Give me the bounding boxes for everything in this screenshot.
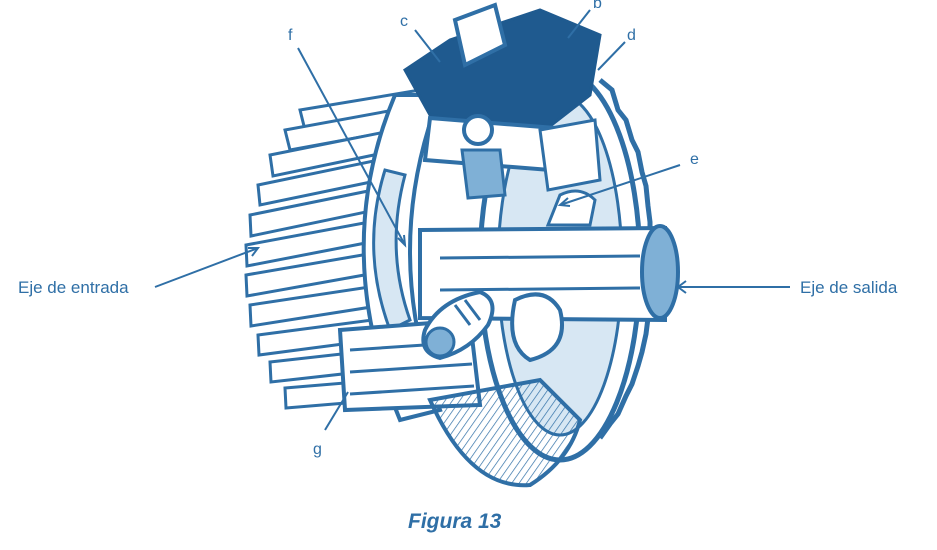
label-b: b <box>593 0 602 12</box>
leader-b <box>567 9 591 39</box>
leader-lines <box>154 9 790 431</box>
label-g: g <box>313 441 322 458</box>
label-f: f <box>288 27 293 44</box>
figure-caption: Figura 13 <box>408 510 502 533</box>
pawl-cover <box>403 2 602 200</box>
leader-f <box>297 47 406 246</box>
label-input-shaft: Eje de entrada <box>18 278 129 297</box>
leader-c <box>414 29 441 63</box>
spring-roller <box>421 289 495 361</box>
leader-d <box>597 41 626 71</box>
label-d: d <box>627 27 636 44</box>
leader-g <box>324 391 349 431</box>
leader-input <box>154 247 259 288</box>
label-c: c <box>400 13 408 30</box>
leader-e <box>559 164 681 206</box>
label-output-shaft: Eje de salida <box>800 278 898 297</box>
label-e: e <box>690 151 699 168</box>
